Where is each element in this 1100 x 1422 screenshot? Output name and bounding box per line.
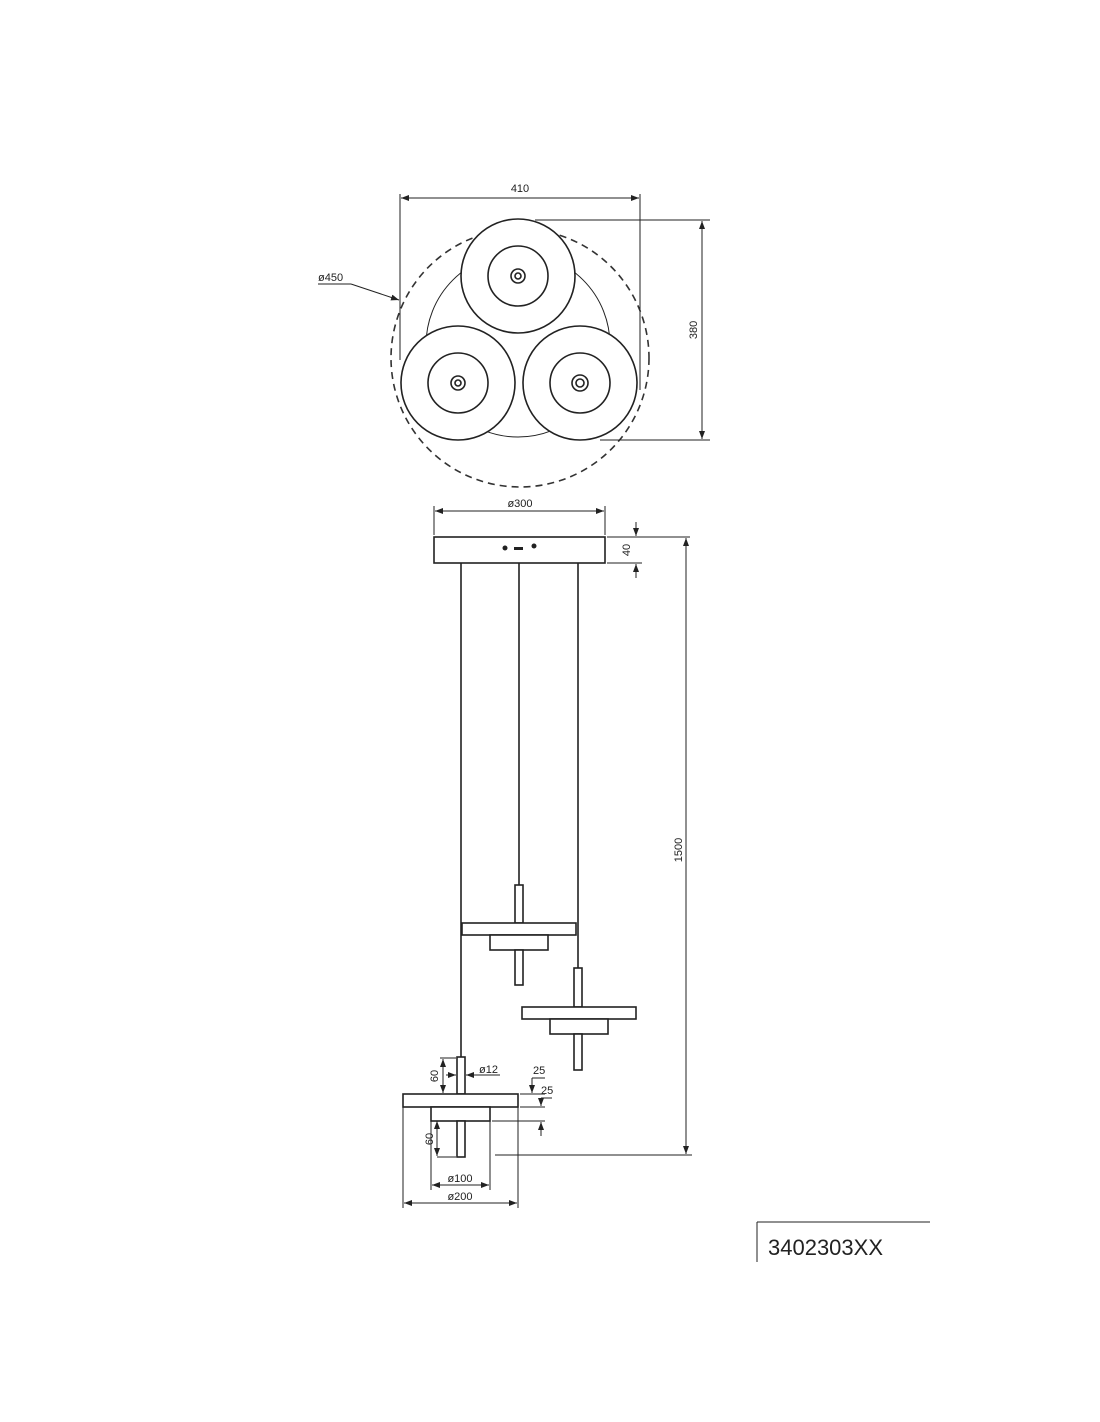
outer-dashed-circle [390,228,650,488]
width-dimension: 410 [511,183,529,195]
stem-height-dimension: 60 [429,1070,441,1082]
stem-diameter-dimension: ø12 [479,1064,498,1076]
top-view: 410 380 ø450 [318,183,710,488]
product-code: 3402303XX [768,1235,883,1260]
pendant-right [521,967,637,1071]
height-dimension: 380 [688,321,700,339]
shade-right [522,325,638,441]
canopy-diameter-dimension: ø300 [507,498,532,510]
inner-diameter-dimension: ø100 [447,1173,472,1185]
side-view: ø300 40 1500 [402,498,692,1208]
pendant-middle [461,884,577,986]
shade-top [460,218,576,334]
lower-stem-dimension: 60 [424,1133,436,1145]
disk-diameter-dimension: ø200 [447,1191,472,1203]
canopy-height-dimension: 40 [621,544,633,556]
total-height-dimension: 1500 [673,838,685,862]
diameter-dimension: ø450 [318,272,343,284]
inner-thickness-dimension: 25 [541,1085,553,1097]
shade-left [400,325,516,441]
pendant-bottom [402,1056,519,1158]
title-block: 3402303XX [756,1221,930,1262]
disk-thickness-dimension: 25 [533,1065,545,1077]
